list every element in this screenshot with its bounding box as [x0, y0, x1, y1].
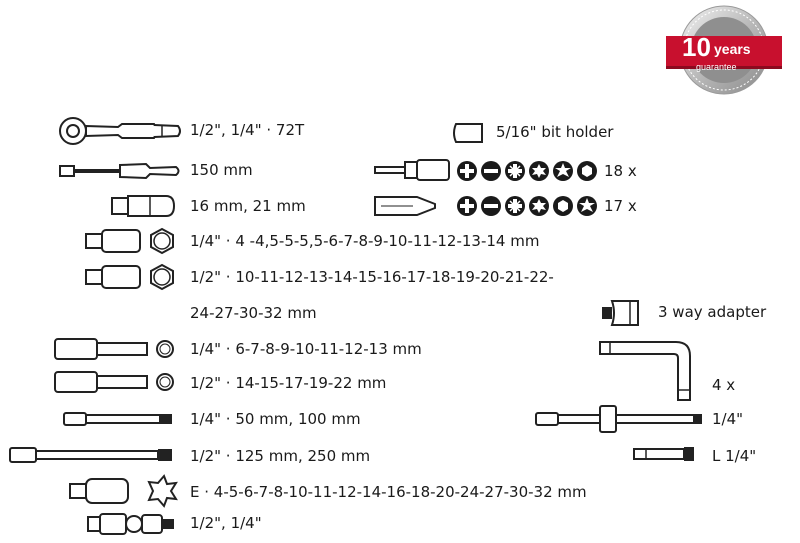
- three-way-adapter-icon: [600, 298, 648, 328]
- row-deep-socket-half-text: 1/2" · 14-15-17-19-22 mm: [190, 374, 387, 392]
- row-universal-joint-text: 1/2", 1/4": [190, 514, 262, 532]
- row-extension-half-text: 1/2" · 125 mm, 250 mm: [190, 447, 371, 465]
- row-e-torx-text: E · 4-5-6-7-8-10-11-12-14-16-18-20-24-27…: [190, 483, 587, 501]
- badge-number: 10: [682, 32, 711, 62]
- pozidriv-icon: [505, 161, 525, 181]
- hex-icon: [577, 161, 597, 181]
- universal-joint-icon: [86, 511, 186, 539]
- deep-socket-half-icon: [53, 369, 183, 395]
- bits-long-count: 17 x: [604, 197, 637, 215]
- e-torx-socket-icon: [68, 474, 184, 508]
- spinner-handle-icon: [58, 161, 183, 181]
- bit-holder-icon: [452, 122, 486, 144]
- extension-bar-quarter-icon: [62, 409, 182, 429]
- torx-plus-icon: [577, 196, 597, 216]
- row-short-socket-half-cont-text: 24-27-30-32 mm: [190, 304, 317, 322]
- t-handle-icon: [534, 404, 704, 434]
- bit-tips-short-row: [456, 160, 602, 182]
- guarantee-badge: 10 years guarantee: [666, 4, 784, 96]
- bit-tips-long-row: [456, 195, 602, 217]
- long-bit-icon: [373, 194, 443, 218]
- l-handle-label: L 1/4": [712, 447, 757, 465]
- row-short-socket-half-text: 1/2" · 10-11-12-13-14-15-16-17-18-19-20-…: [190, 268, 554, 286]
- row-deep-socket-quarter-text: 1/4" · 6-7-8-9-10-11-12-13 mm: [190, 340, 422, 358]
- adapter-label: 3 way adapter: [658, 303, 767, 321]
- bit-holder-label: 5/16" bit holder: [496, 123, 614, 141]
- spark-plug-socket-icon: [110, 193, 182, 219]
- phillips-icon: [457, 196, 477, 216]
- short-socket-quarter-icon: [84, 226, 184, 256]
- slotted-icon: [481, 161, 501, 181]
- torx-icon: [529, 161, 549, 181]
- bits-short-count: 18 x: [604, 162, 637, 180]
- badge-years: years: [714, 41, 751, 57]
- short-socket-half-icon: [84, 262, 184, 292]
- torx-icon: [529, 196, 549, 216]
- torx-plus-icon: [553, 161, 573, 181]
- l-handle-icon: [632, 444, 702, 464]
- hex-key-icon: [596, 336, 706, 406]
- phillips-icon: [457, 161, 477, 181]
- row-short-socket-quarter-text: 1/4" · 4 -4,5-5-5,5-6-7-8-9-10-11-12-13-…: [190, 232, 540, 250]
- slotted-icon: [481, 196, 501, 216]
- row-extension-quarter-text: 1/4" · 50 mm, 100 mm: [190, 410, 361, 428]
- ratchet-icon: [58, 116, 183, 146]
- row-spark-plug-text: 16 mm, 21 mm: [190, 197, 306, 215]
- deep-socket-quarter-icon: [53, 336, 183, 362]
- pozidriv-icon: [505, 196, 525, 216]
- t-handle-label: 1/4": [712, 410, 744, 428]
- badge-guarantee: guarantee: [696, 62, 737, 72]
- extension-bar-half-icon: [8, 444, 183, 466]
- short-bit-icon: [373, 158, 453, 182]
- row-ratchet-text: 1/2", 1/4" · 72T: [190, 121, 305, 139]
- hex-keys-count: 4 x: [712, 376, 736, 394]
- row-spinner-text: 150 mm: [190, 161, 253, 179]
- hex-icon: [553, 196, 573, 216]
